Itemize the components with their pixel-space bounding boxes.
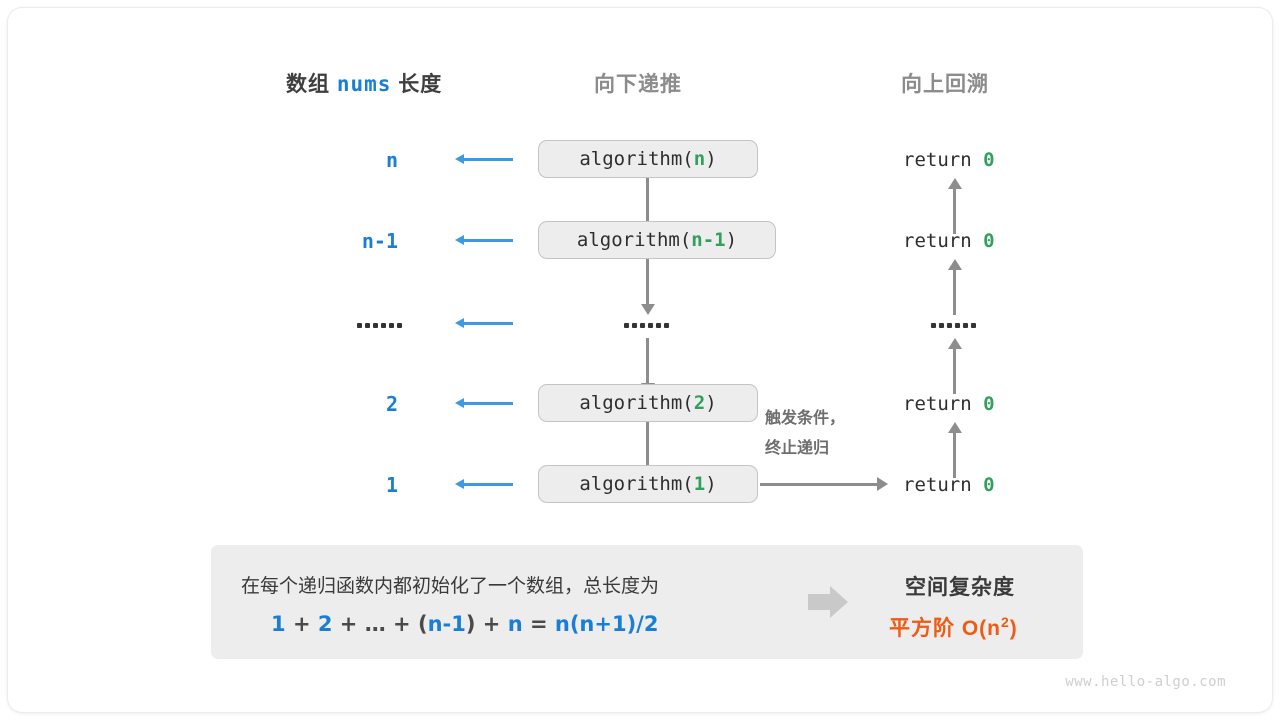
formula-part-6: ( bbox=[417, 612, 428, 636]
formula-part-5: + bbox=[393, 612, 411, 636]
length-label-row-4: 2 bbox=[385, 392, 398, 416]
call-box-text-row-2: algorithm(n-1) bbox=[576, 229, 738, 251]
blue-arrow-row-2 bbox=[455, 233, 513, 247]
call-box-row-2[interactable]: algorithm(n-1) bbox=[538, 221, 776, 259]
summary-result-title: 空间复杂度 bbox=[905, 576, 1015, 599]
return-label-row-1: return 0 bbox=[903, 149, 995, 171]
call-box-row-4[interactable]: algorithm(2) bbox=[538, 384, 758, 422]
column-heading-downward: 向下递推 bbox=[594, 73, 682, 96]
column-heading-upward: 向上回溯 bbox=[901, 73, 989, 96]
summary-description: 在每个递归函数内都初始化了一个数组，总长度为 bbox=[241, 576, 660, 597]
call-box-row-5[interactable]: algorithm(1) bbox=[538, 465, 758, 503]
side-note-line-1: 触发条件， bbox=[765, 410, 846, 427]
length-label-row-1: n bbox=[385, 148, 398, 172]
result-value-label: 平方阶 bbox=[889, 617, 955, 640]
return-label-row-2: return 0 bbox=[903, 230, 995, 252]
formula-part-9: + bbox=[482, 612, 501, 636]
blue-arrow-row-3 bbox=[455, 316, 513, 330]
formula-part-10: n bbox=[507, 612, 523, 636]
return-label-row-4: return 0 bbox=[903, 393, 995, 415]
up-arrow-dots-to-2 bbox=[948, 259, 962, 315]
length-label-row-2: n-1 bbox=[361, 229, 398, 253]
heading-array-prefix: 数组 bbox=[286, 73, 330, 96]
implies-arrow-icon bbox=[808, 586, 848, 618]
heading-array-code: nums bbox=[336, 72, 392, 96]
side-note: 触发条件， 终止递归 bbox=[765, 404, 845, 464]
side-note-line-2: 终止递归 bbox=[765, 440, 830, 457]
blue-arrow-row-4 bbox=[455, 396, 513, 410]
formula-part-2: 2 bbox=[317, 612, 333, 636]
column-heading-array-length: 数组 nums 长度 bbox=[286, 68, 442, 98]
formula-part-0: 1 bbox=[271, 612, 286, 636]
up-arrow-5-to-4 bbox=[948, 422, 962, 478]
up-arrow-3-to-dots bbox=[948, 338, 962, 394]
formula-part-3: + bbox=[339, 612, 358, 636]
call-box-text-row-5: algorithm(1) bbox=[579, 473, 717, 495]
formula-part-12: n(n+1)/2 bbox=[554, 612, 659, 636]
ellipsis-dots-middle bbox=[624, 323, 669, 328]
call-box-text-row-1: algorithm(n) bbox=[579, 148, 717, 170]
call-box-text-row-4: algorithm(2) bbox=[579, 392, 717, 414]
summary-panel: 在每个递归函数内都初始化了一个数组，总长度为 1 + 2 + … + (n-1)… bbox=[211, 545, 1083, 659]
up-arrow-2-to-1 bbox=[948, 178, 962, 234]
summary-formula: 1 + 2 + … + (n-1) + n = n(n+1)/2 bbox=[271, 612, 658, 636]
result-value-notation: O(n2) bbox=[961, 614, 1018, 640]
ellipsis-dots-right bbox=[931, 323, 976, 328]
base-case-arrow bbox=[760, 477, 888, 491]
diagram-card: 数组 nums 长度 向下递推 向上回溯 n algorithm(n) retu… bbox=[8, 8, 1272, 712]
formula-part-11: = bbox=[529, 612, 548, 636]
length-label-row-5: 1 bbox=[385, 473, 398, 497]
return-label-row-5: return 0 bbox=[903, 474, 995, 496]
blue-arrow-row-1 bbox=[455, 152, 513, 166]
blue-arrow-row-5 bbox=[455, 477, 513, 491]
down-arrow-2-to-dots bbox=[641, 259, 655, 315]
summary-result-value: 平方阶 O(n2) bbox=[889, 612, 1018, 642]
watermark: www.hello-algo.com bbox=[1065, 674, 1226, 690]
call-box-row-1[interactable]: algorithm(n) bbox=[538, 140, 758, 178]
formula-part-1: + bbox=[292, 612, 311, 636]
formula-part-8: ) bbox=[465, 612, 476, 636]
formula-part-4: … bbox=[364, 612, 386, 636]
heading-array-suffix: 长度 bbox=[398, 73, 443, 96]
ellipsis-dots-left bbox=[357, 323, 402, 328]
formula-part-7: n-1 bbox=[427, 612, 466, 636]
